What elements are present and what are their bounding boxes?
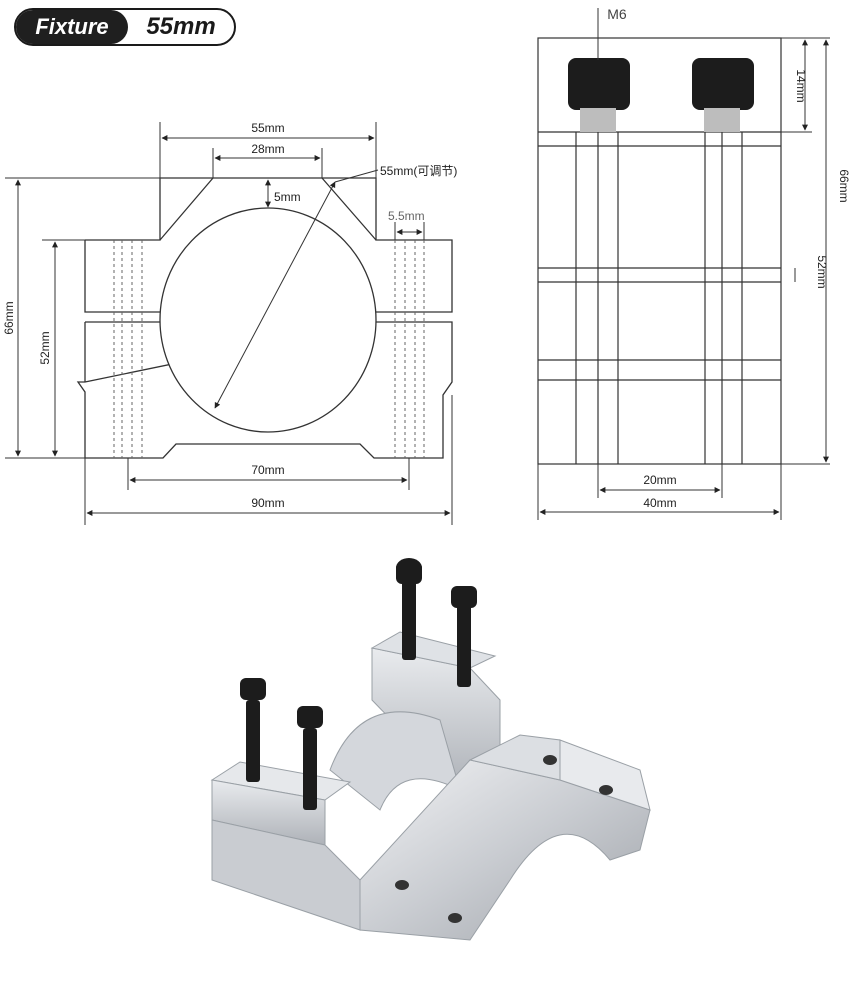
- dim-side-height-body: 52mm: [815, 255, 829, 288]
- dim-height-total: 66mm: [2, 301, 16, 334]
- dim-top-width: 55mm: [251, 121, 284, 135]
- dim-hole-span: 70mm: [251, 463, 284, 477]
- dim-top-gap: 5mm: [274, 190, 301, 204]
- dim-hole: 5.5mm: [388, 209, 425, 223]
- dim-top-height: 14mm: [794, 69, 808, 102]
- dim-side-hole-span: 20mm: [643, 473, 676, 487]
- side-view: [537, 37, 782, 465]
- bolt-icon: [568, 58, 754, 132]
- badge-label: Fixture: [16, 10, 128, 44]
- dim-side-height-total: 66mm: [837, 169, 851, 202]
- dim-side-width-total: 40mm: [643, 496, 676, 510]
- bore-circle: [159, 207, 377, 433]
- front-dimensions: [5, 122, 453, 525]
- badge-size: 55mm: [146, 13, 216, 40]
- front-lower-block: [76, 321, 453, 459]
- side-dimensions: [537, 8, 830, 520]
- title-badge: Fixture 55mm: [14, 8, 236, 46]
- dim-height-body: 52mm: [38, 331, 52, 364]
- dim-width-total: 90mm: [251, 496, 284, 510]
- product-illustration: [210, 558, 651, 941]
- dim-screw: M6: [607, 6, 627, 22]
- dim-diameter: 55mm(可调节): [380, 164, 457, 178]
- dim-top-inner: 28mm: [251, 142, 284, 156]
